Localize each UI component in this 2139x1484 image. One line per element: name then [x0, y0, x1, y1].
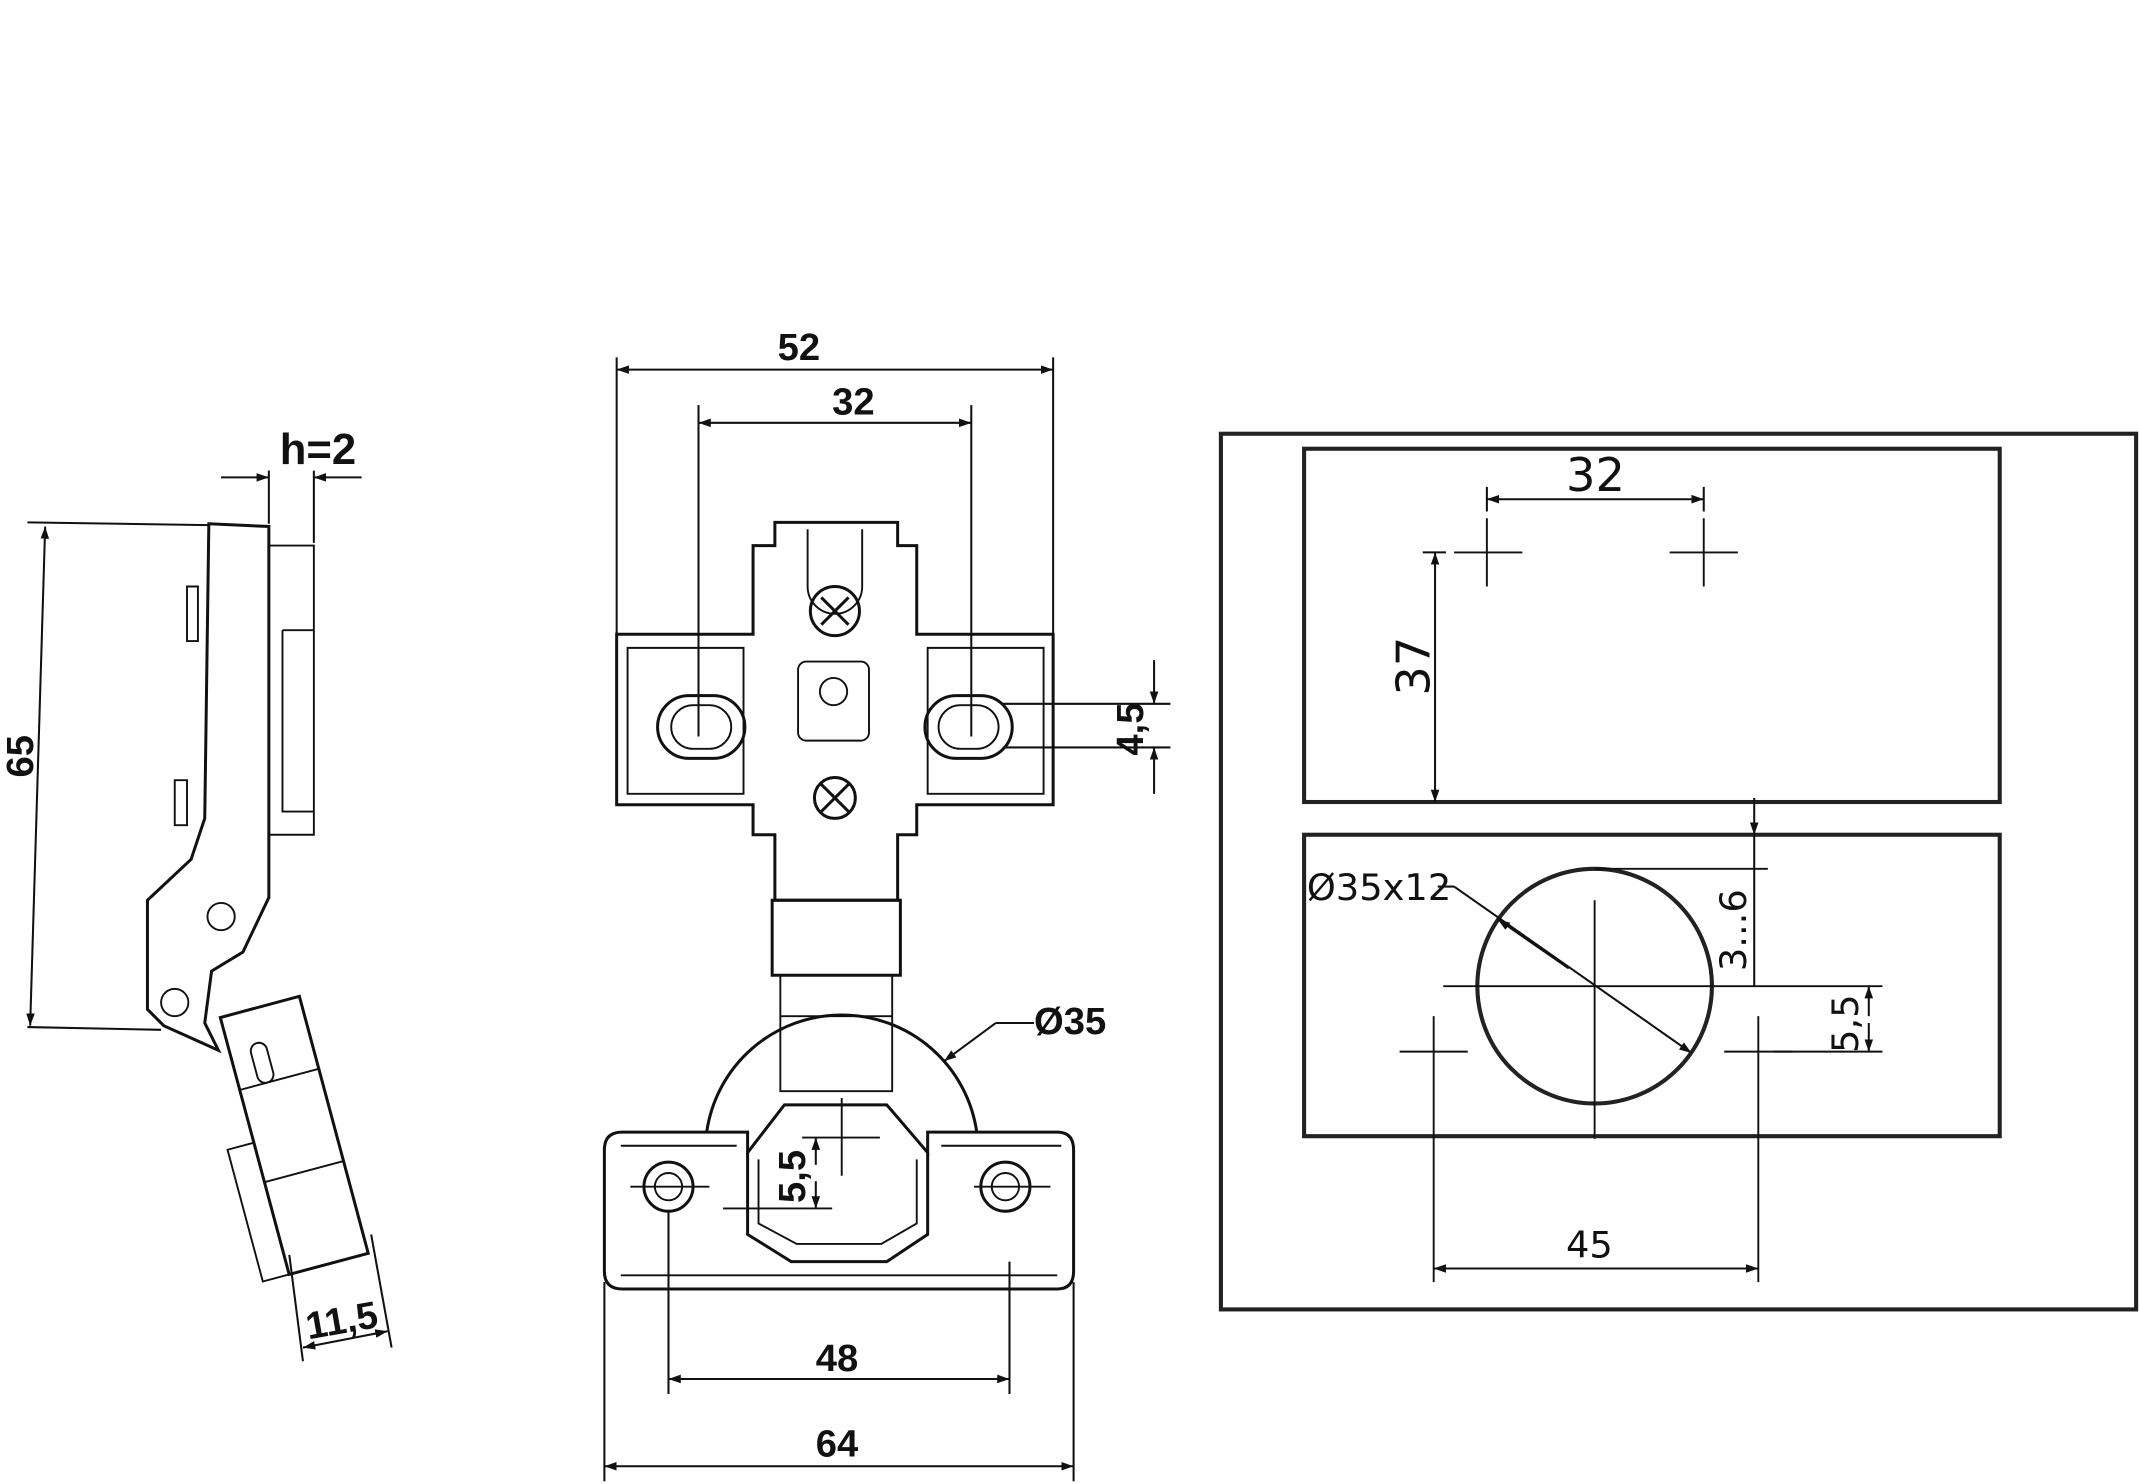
- template-hole-spacing-label: 32: [1566, 448, 1625, 502]
- side-cup-depth-label: 11,5: [303, 1293, 382, 1348]
- cup-bore-label: Ø35x12: [1307, 866, 1451, 909]
- plate-hole-spacing-label: 48: [816, 1337, 858, 1380]
- template-offset-label: 5,5: [1824, 994, 1867, 1053]
- side-view: 65 h=2 11,5: [0, 425, 393, 1362]
- plate-width-label: 64: [816, 1423, 859, 1466]
- edge-distance-label: 3...6: [1712, 889, 1755, 971]
- slot-label: 4,5: [1109, 703, 1152, 756]
- template-plate-spacing-label: 45: [1566, 1224, 1613, 1267]
- side-offset-label: h=2: [280, 425, 356, 474]
- drilling-template: 32 37 3...6 Ø35x12 5,5 45: [1218, 431, 2139, 1312]
- front-view: 52 32 4,5 Ø35 5,5 48 64: [602, 326, 1171, 1482]
- cup-diameter-label: Ø35: [1034, 1000, 1106, 1043]
- arm-hole-spacing-label: 32: [832, 381, 874, 424]
- side-height-label: 65: [0, 735, 42, 777]
- template-height-label: 37: [1387, 637, 1441, 696]
- arm-width-label: 52: [778, 326, 820, 369]
- cup-offset-label: 5,5: [771, 1150, 814, 1203]
